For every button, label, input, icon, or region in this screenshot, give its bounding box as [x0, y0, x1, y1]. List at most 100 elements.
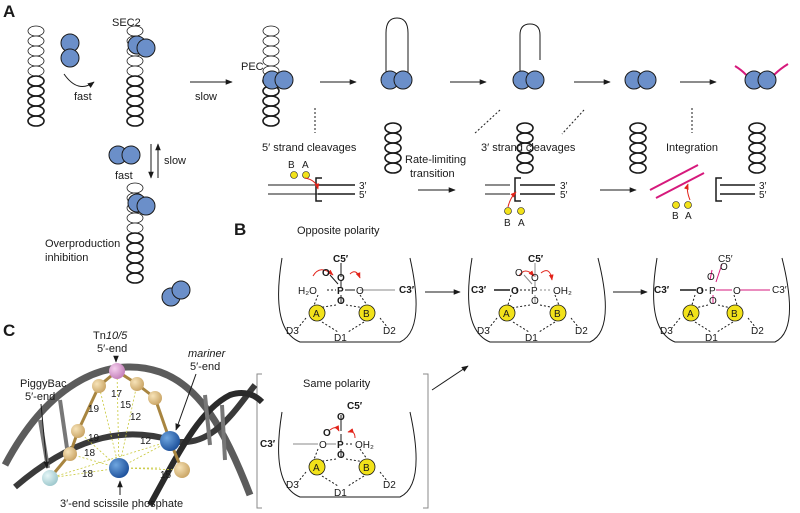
- label-rate-limiting-2: transition: [410, 168, 455, 180]
- helix-turn: [262, 115, 280, 127]
- o-up-3: O: [720, 262, 728, 273]
- transposon-dna-1: [27, 25, 45, 127]
- helix-turn: [126, 95, 144, 107]
- helix-turn: [516, 162, 534, 174]
- phosphate-group-2: [488, 263, 580, 333]
- distance-labels: 17 19 15 12 19 12 18 18 15: [82, 389, 172, 481]
- c3-left-3: C3′: [654, 285, 670, 296]
- helix-turn: [384, 152, 402, 164]
- c5-label-2: C5′: [528, 254, 544, 265]
- helix-turn: [27, 95, 45, 107]
- o-bottom-1: O: [337, 296, 345, 307]
- label-overproduction-1: Overproduction: [45, 238, 120, 250]
- d3-3: D3: [660, 326, 673, 337]
- o-left-4: O: [319, 440, 327, 451]
- d1-2: D1: [525, 333, 538, 344]
- metal-a-label-2: A: [518, 218, 525, 229]
- o-top-4: O: [337, 412, 345, 423]
- phosphate-group-4: [293, 415, 389, 487]
- metal-b-label-3: B: [672, 211, 679, 222]
- label-piggybac: PiggyBac: [20, 378, 67, 390]
- helix-turn: [27, 25, 45, 37]
- o-right-1: O: [356, 286, 364, 297]
- transposase-dimer-free: [60, 33, 80, 68]
- helix-turn: [126, 252, 144, 264]
- metal-b-label-1: B: [288, 160, 295, 171]
- pec-proteins: [262, 70, 294, 90]
- label-rate-limiting-1: Rate-limiting: [405, 154, 466, 166]
- helix-turn: [27, 115, 45, 127]
- helix-turn: [262, 105, 280, 117]
- metal-b-4: B: [363, 463, 370, 474]
- o-top-3: O: [707, 272, 715, 283]
- helix-turn: [748, 152, 766, 164]
- o-left-2: O: [515, 268, 523, 279]
- o-bottom-4: O: [337, 450, 345, 461]
- helix-turn: [262, 95, 280, 107]
- active-site-2: [468, 257, 606, 343]
- metal-a-label-3: A: [685, 211, 692, 222]
- d1-1: D1: [334, 333, 347, 344]
- arrow-piggybac: [40, 403, 50, 469]
- helix-turn: [126, 182, 144, 194]
- c5-label-4: C5′: [347, 401, 363, 412]
- chem-integration: [649, 164, 755, 209]
- active-site-4: [278, 411, 417, 498]
- chem-5-prime: [268, 171, 355, 202]
- c3-right-3: C3′: [772, 285, 787, 296]
- d2-4: D2: [383, 480, 396, 491]
- label-same-polarity: Same polarity: [303, 378, 371, 390]
- helix-turn: [27, 65, 45, 77]
- helix-turn: [27, 55, 45, 67]
- label-3prime-3: 3′: [759, 181, 767, 192]
- hairpin-dna-2: [512, 23, 545, 174]
- oh2-2: OH₂: [553, 286, 572, 297]
- atom-spheres: [42, 363, 190, 486]
- label-overproduction-2: inhibition: [45, 252, 88, 264]
- d3-1: D3: [286, 326, 299, 337]
- panel-label-b: B: [234, 220, 246, 239]
- label-tn-end: 5′-end: [97, 343, 127, 355]
- helix-turn: [384, 132, 402, 144]
- metal-a-2: A: [503, 309, 510, 320]
- o-top-1: O: [337, 273, 345, 284]
- label-mariner-end: 5′-end: [190, 361, 220, 373]
- label-piggybac-end: 5′-end: [25, 391, 55, 403]
- o-bottom-2: O: [531, 296, 539, 307]
- label-5-prime-cleavages: 5′ strand cleavages: [262, 142, 357, 154]
- label-pec: PEC: [241, 61, 264, 73]
- helix-turn: [126, 212, 144, 224]
- bracket-left: [256, 373, 262, 509]
- p-4: P: [337, 440, 344, 451]
- distance-label: 15: [160, 470, 172, 481]
- c3-label-4: C3′: [260, 439, 276, 450]
- helix-turn: [126, 242, 144, 254]
- dotted-link-2: [473, 109, 501, 135]
- p-1: P: [337, 286, 344, 297]
- label-slow: slow: [195, 91, 217, 103]
- chem-3-prime: [485, 177, 555, 215]
- label-integration: Integration: [666, 142, 718, 154]
- helix-turn: [748, 132, 766, 144]
- helix-turn: [262, 55, 280, 67]
- helix-turn: [384, 162, 402, 174]
- panel-label-a: A: [3, 2, 15, 21]
- arrow-fast: [63, 73, 95, 89]
- helix-turn: [262, 25, 280, 37]
- o-left-bond-2: O: [511, 286, 519, 297]
- helix-turn: [516, 152, 534, 164]
- metal-b-label-2: B: [504, 218, 511, 229]
- helix-turn: [27, 85, 45, 97]
- helix-turn: [748, 162, 766, 174]
- helix-turn: [384, 142, 402, 154]
- helix-turn: [126, 232, 144, 244]
- hairpin-dna-1: [380, 17, 413, 174]
- label-slow-2: slow: [164, 155, 186, 167]
- excised-complex: [624, 70, 657, 174]
- helix-turn: [748, 142, 766, 154]
- integrated-complex: [734, 63, 789, 174]
- distance-label: 17: [111, 389, 123, 400]
- helix-turn: [27, 35, 45, 47]
- helix-turn: [629, 152, 647, 164]
- label-tn-prefix: Tn: [93, 330, 106, 342]
